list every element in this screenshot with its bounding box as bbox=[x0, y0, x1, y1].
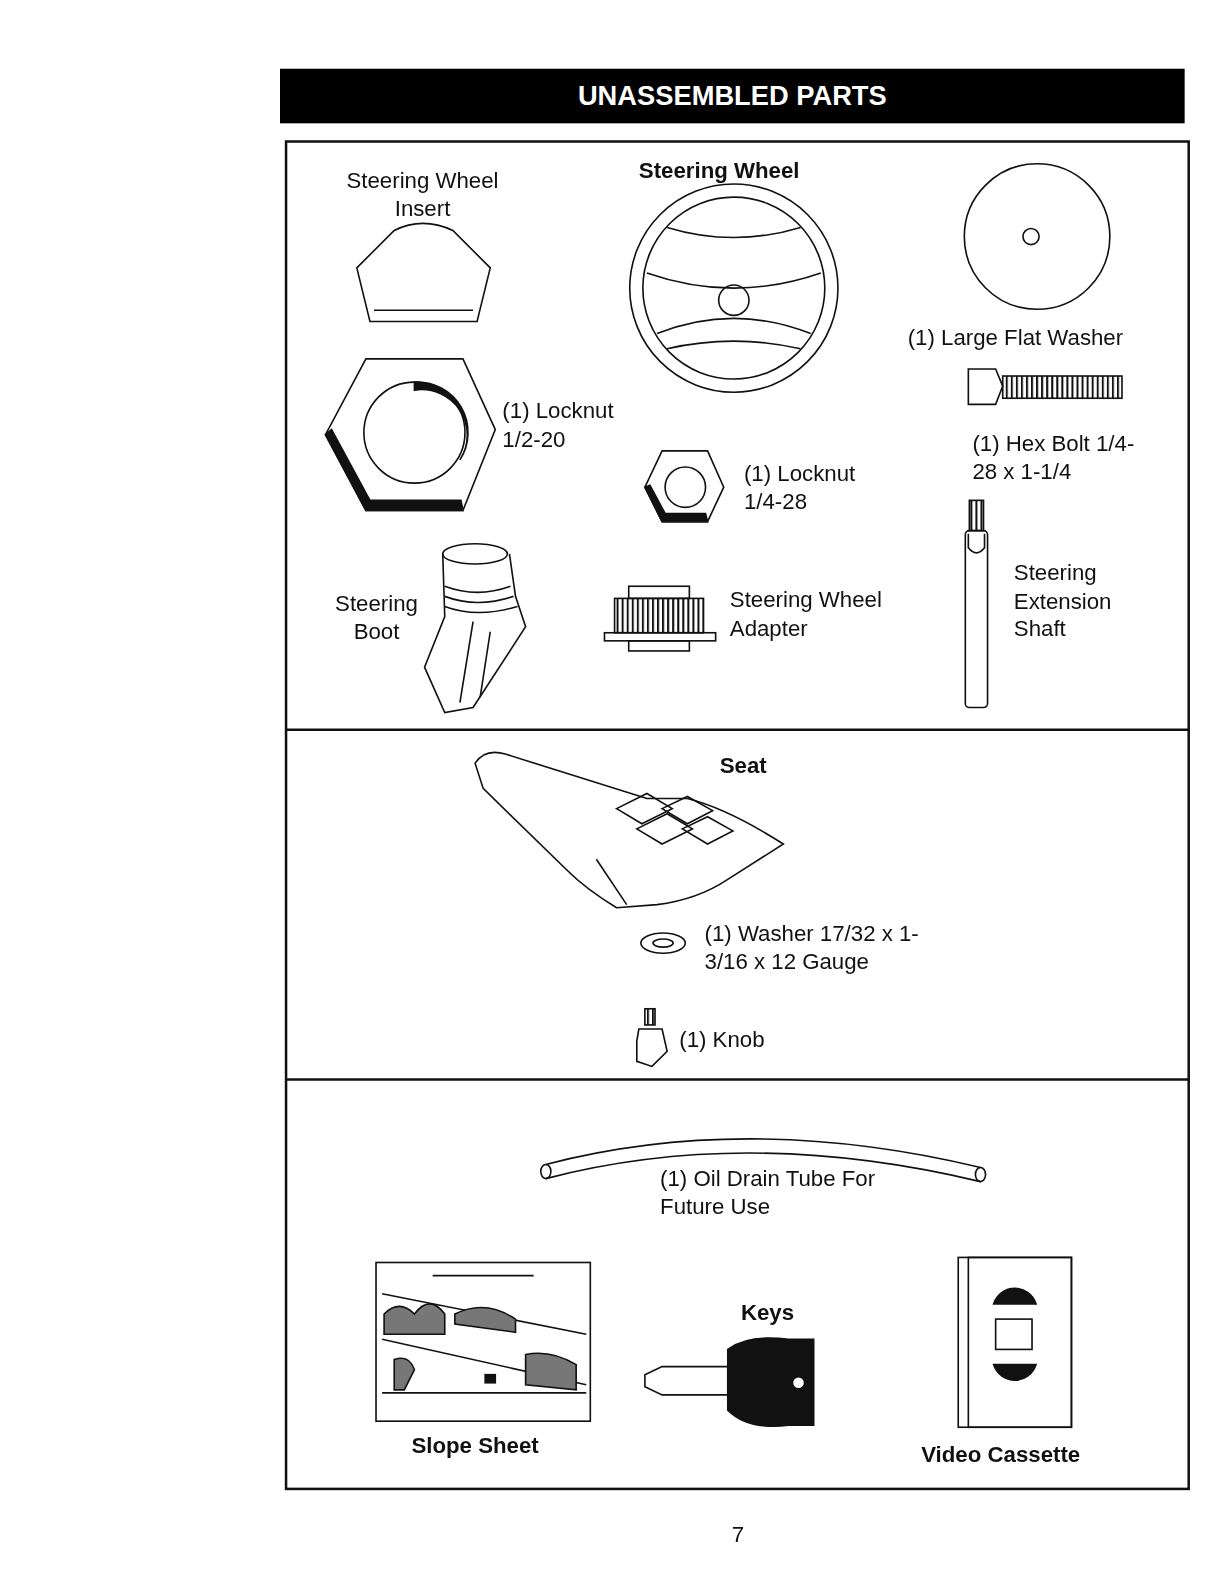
page-number: 7 bbox=[723, 1521, 753, 1549]
part-name: Steering Extension Shaft bbox=[1014, 559, 1140, 642]
part-name: Steering Wheel Insert bbox=[337, 167, 509, 223]
part-name: (1) Hex Bolt 1/4-28 x 1-1/4 bbox=[972, 430, 1149, 486]
part-name: (1) Locknut 1/2-20 bbox=[502, 397, 628, 453]
part-name: Steering Wheel bbox=[639, 157, 841, 185]
part-name: (1) Locknut 1/4-28 bbox=[744, 460, 880, 516]
part-name: Seat bbox=[720, 752, 801, 780]
part-name: (1) Washer 17/32 x 1-3/16 x 12 Gauge bbox=[705, 920, 937, 976]
title-bar: UNASSEMBLED PARTS bbox=[280, 69, 1185, 124]
part-name: Steering Boot bbox=[323, 589, 429, 645]
part-name: (1) Oil Drain Tube For Future Use bbox=[660, 1164, 892, 1220]
part-name: (1) Knob bbox=[679, 1026, 800, 1054]
part-name: Slope Sheet bbox=[384, 1431, 566, 1459]
part-name: (1) Large Flat Washer bbox=[908, 323, 1171, 351]
part-name: Steering Wheel Adapter bbox=[730, 586, 917, 642]
part-name: Video Cassette bbox=[900, 1440, 1102, 1468]
part-name: Keys bbox=[741, 1299, 822, 1327]
